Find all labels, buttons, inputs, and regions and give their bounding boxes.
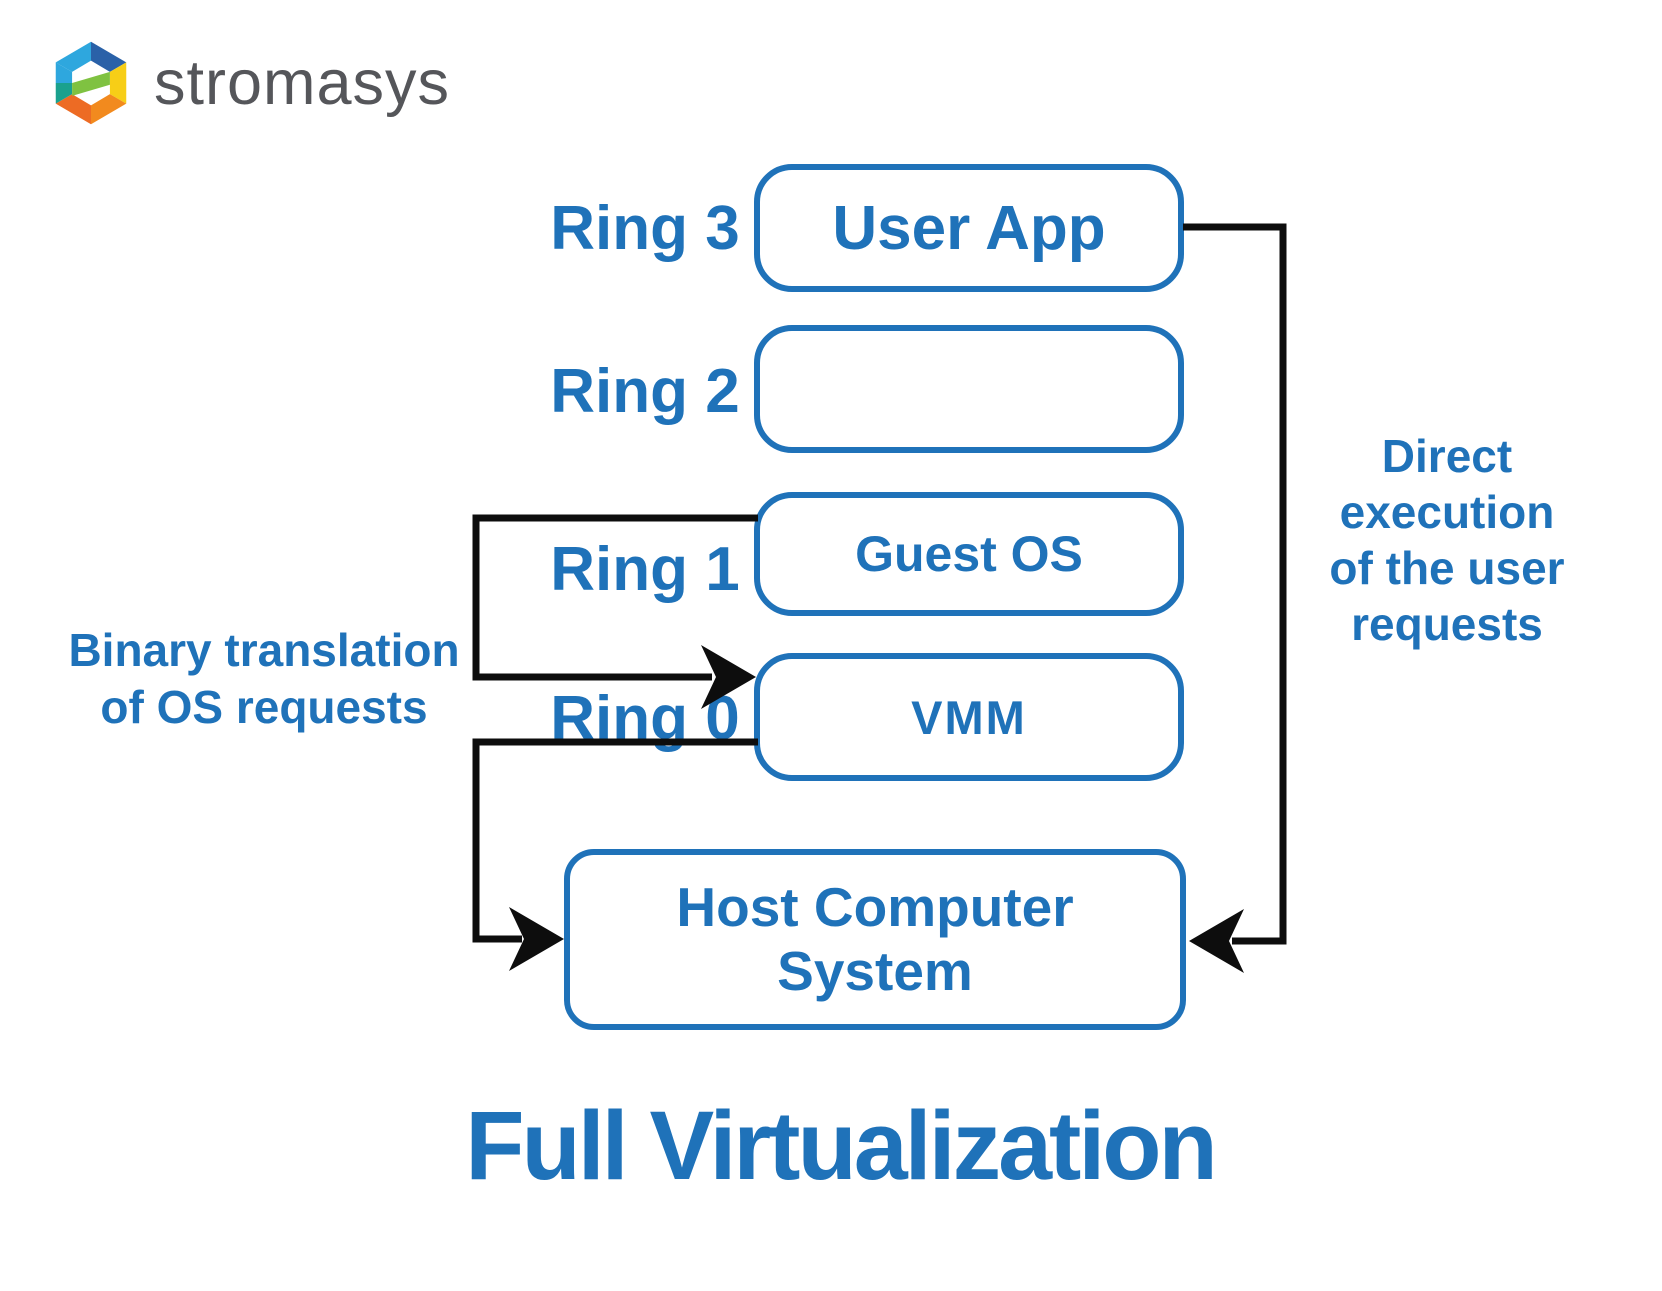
- ring-0-label: Ring 0: [550, 684, 740, 753]
- logo-segment-top-left: [55, 41, 91, 72]
- arrowhead-into-host-right: [1189, 909, 1244, 973]
- annotation-line: Binary translation: [68, 624, 460, 676]
- brand-wordmark: stromasys: [154, 48, 451, 118]
- user-app-box-label: User App: [832, 193, 1106, 263]
- guest-os-box: Guest OS: [754, 492, 1184, 616]
- logo-segment-top: [91, 41, 127, 72]
- annotation-line: execution: [1339, 486, 1555, 538]
- logo-segment-green-band: [72, 71, 110, 96]
- annotation-line: of OS requests: [100, 681, 428, 733]
- direct-execution-annotation: Direct execution of the user requests: [1317, 428, 1577, 652]
- ring-3-label: Ring 3: [550, 194, 740, 263]
- logo-segment-bottom-left: [55, 94, 91, 125]
- vmm-box-label: VMM: [911, 690, 1027, 744]
- logo-segment-left-lower: [55, 83, 73, 104]
- arrowhead-into-host-left: [509, 907, 564, 971]
- vmm-box: VMM: [754, 653, 1184, 781]
- logo-segment-right: [109, 62, 127, 104]
- userapp-to-host-line: [1183, 223, 1287, 945]
- annotation-line: of the user: [1329, 542, 1565, 594]
- ring-1-label: Ring 1: [550, 535, 740, 604]
- brand-logo: stromasys: [44, 40, 450, 126]
- ring-2-empty-box: [754, 325, 1184, 453]
- guest-os-box-label: Guest OS: [855, 526, 1083, 582]
- binary-translation-annotation: Binary translation of OS requests: [10, 622, 518, 736]
- host-box-label: Host Computer System: [676, 876, 1074, 1002]
- page-title: Full Virtualization: [465, 1091, 1218, 1200]
- annotation-line: requests: [1351, 598, 1543, 650]
- logo-segment-bottom-right: [91, 94, 127, 125]
- logo-segment-left-upper: [55, 62, 73, 83]
- annotation-line: Direct: [1381, 430, 1513, 482]
- host-computer-system-box: Host Computer System: [564, 849, 1186, 1030]
- ring-2-label: Ring 2: [550, 357, 740, 426]
- stromasys-hexagon-icon: [55, 41, 127, 125]
- user-app-box: User App: [754, 164, 1184, 292]
